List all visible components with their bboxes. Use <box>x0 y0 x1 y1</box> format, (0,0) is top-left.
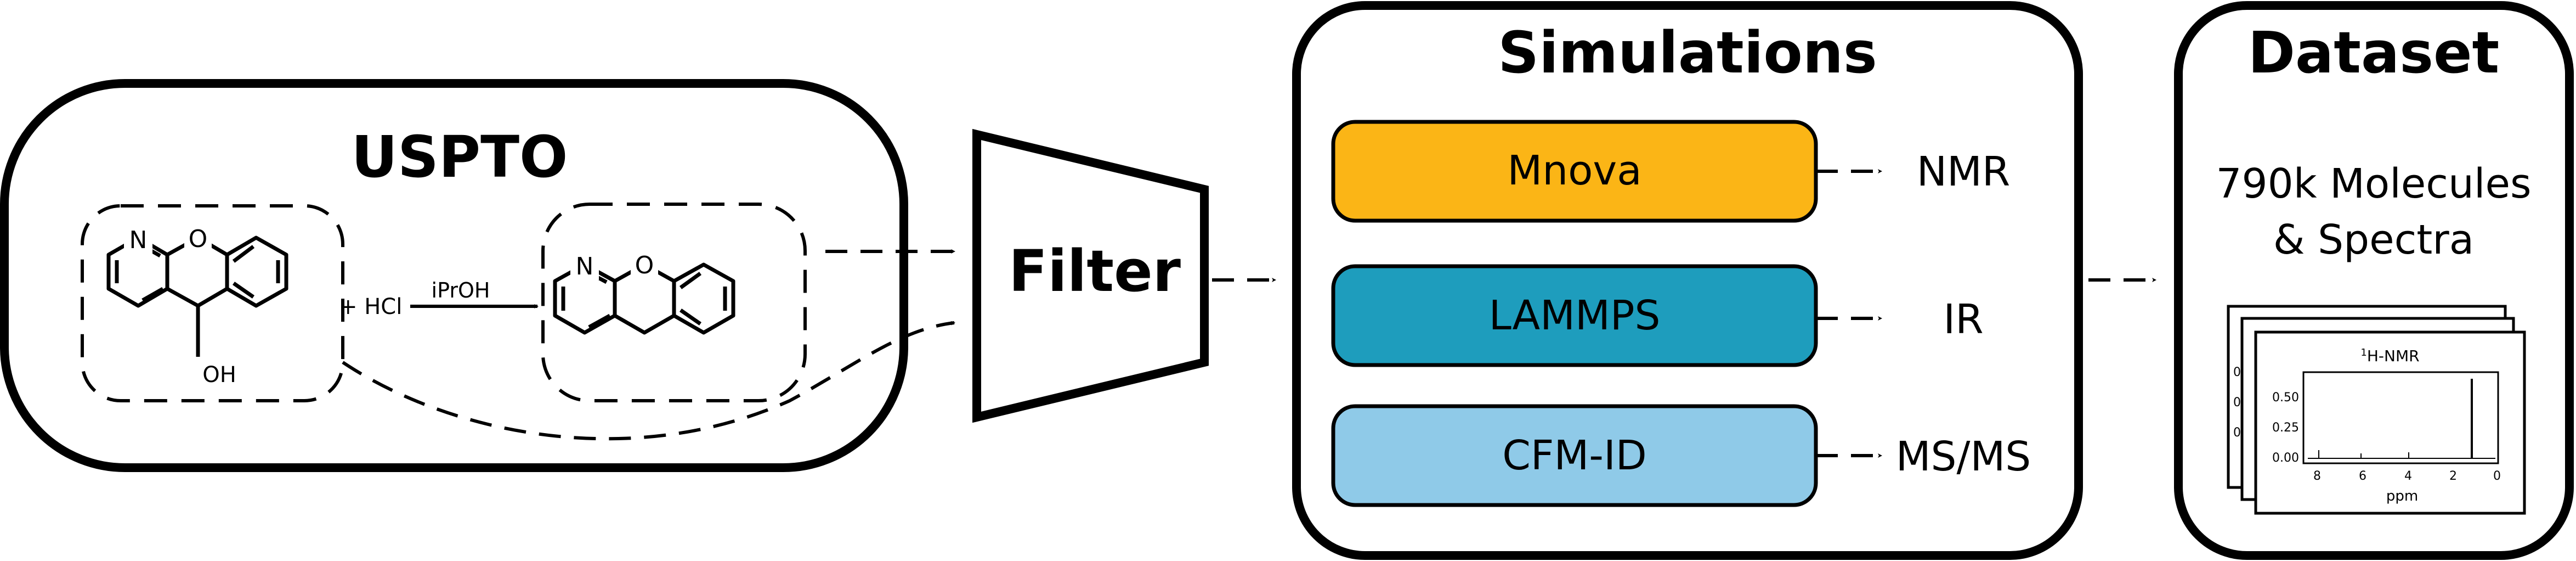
nmr-xtick-3: 4 <box>2404 469 2412 483</box>
simulations-panel-border <box>1292 1 2083 560</box>
reagent-label: + HCl <box>339 294 402 319</box>
simulations-title: Simulations <box>1498 19 1877 86</box>
product-o-mask <box>631 251 658 279</box>
reactant-oh-group: OH <box>202 362 236 388</box>
tool-row-mnova: Mnova NMR <box>1331 120 2011 223</box>
solvent-label: iPrOH <box>432 278 490 302</box>
product-dashed-box <box>541 203 807 402</box>
back-card-tick-1: 0 <box>2233 366 2241 379</box>
uspto-panel: USPTO N O OH + HCl iPrOH <box>0 79 908 472</box>
tool-label-cfmid: CFM-ID <box>1502 432 1647 479</box>
tool-label-mnova: Mnova <box>1507 147 1641 194</box>
output-label-msms: MS/MS <box>1896 433 2031 480</box>
nmr-xtick-1: 8 <box>2313 469 2321 483</box>
reactant-o-atom: O <box>189 225 208 253</box>
tool-label-lammps: LAMMPS <box>1489 292 1661 339</box>
uspto-panel-border <box>0 79 908 472</box>
reactant-oh-mask <box>179 357 217 385</box>
filter-label: Filter <box>1009 238 1181 305</box>
back-card-tick-2: 0 <box>2233 396 2241 409</box>
nmr-ytick-2: 0.25 <box>2272 421 2299 435</box>
product-n-atom: N <box>576 253 594 280</box>
uspto-title: USPTO <box>352 124 568 190</box>
spectrum-card-front: 1H-NMR 0.50 0.25 0.00 8 6 4 2 0 ppm <box>2254 330 2526 515</box>
nmr-ytick-3: 0.00 <box>2272 451 2299 465</box>
simulations-panel: Simulations Mnova NMR LAMMPS IR CFM-ID M… <box>1292 1 2083 560</box>
tool-row-lammps: LAMMPS IR <box>1331 264 1984 367</box>
tool-box-lammps <box>1331 264 1818 367</box>
back-card-tick-3: 0 <box>2233 426 2241 440</box>
reactant-to-filter-dashed-arrow <box>342 321 955 441</box>
reactant-n-atom: N <box>129 226 148 254</box>
nmr-plot-title: 1H-NMR <box>2360 347 2419 365</box>
nmr-xtick-5: 0 <box>2493 469 2501 483</box>
dataset-panel-border <box>2174 1 2574 560</box>
output-label-ir: IR <box>1943 296 1983 343</box>
nmr-plot-axes <box>2302 371 2499 464</box>
product-n-mask <box>570 250 599 280</box>
filter-funnel-shape <box>972 128 1209 423</box>
tool-row-cfmid: CFM-ID MS/MS <box>1331 404 2031 507</box>
filter-block: Filter <box>972 128 1209 423</box>
nmr-xtick-2: 6 <box>2359 469 2366 483</box>
reactant-n-mask <box>124 224 152 254</box>
dataset-panel: Dataset 790k Molecules & Spectra 0 0 0 1… <box>2174 1 2574 560</box>
reactant-dashed-box <box>81 204 344 402</box>
nmr-xlabel: ppm <box>2386 488 2418 504</box>
nmr-ytick-1: 0.50 <box>2272 391 2299 405</box>
nmr-xtick-4: 2 <box>2449 469 2457 483</box>
reactant-o-mask <box>184 225 212 253</box>
reactant-molecule <box>106 235 288 357</box>
output-label-nmr: NMR <box>1917 148 2011 195</box>
dataset-title: Dataset <box>2248 19 2500 86</box>
dataset-line-1: 790k Molecules <box>2216 160 2531 207</box>
product-o-atom: O <box>635 251 654 279</box>
dataset-line-2: & Spectra <box>2273 216 2474 263</box>
